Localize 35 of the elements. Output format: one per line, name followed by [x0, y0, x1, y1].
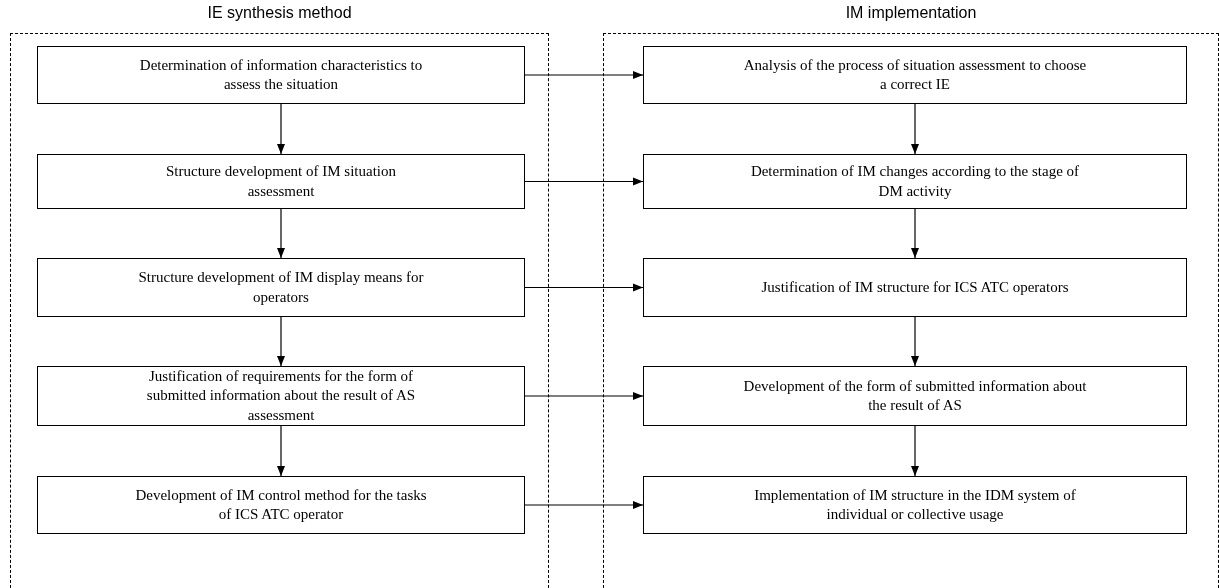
box-text: Development of the form of submitted information about the result of AS: [742, 376, 1088, 415]
arrow: [911, 316, 919, 367]
arrow: [911, 208, 919, 259]
arrow: [277, 103, 285, 155]
arrow: [277, 208, 285, 259]
arrow: [911, 103, 919, 155]
group-title: IE synthesis method: [207, 4, 352, 22]
box-text: Determination of IM changes according to the stage of DM activity: [749, 162, 1081, 201]
process-box: [37, 476, 525, 534]
process-box: [37, 154, 525, 209]
arrow: [524, 501, 644, 509]
process-box: [37, 366, 525, 426]
box-text: Structure development of IM situation assessment: [165, 162, 397, 201]
process-box: [643, 366, 1187, 426]
process-box: [643, 46, 1187, 104]
box-text: Analysis of the process of situation assessment to choose a correct IE: [742, 55, 1088, 94]
box-text: Structure development of IM display means for operators: [137, 268, 425, 307]
box-text: Determination of information characteristics to assess the situation: [138, 55, 424, 94]
arrow: [524, 177, 644, 186]
process-box: [643, 476, 1187, 534]
arrow: [277, 425, 285, 477]
arrow: [277, 316, 285, 367]
process-box: [37, 46, 525, 104]
arrow: [524, 283, 644, 292]
box-text: Justification of IM structure for ICS ATC operators: [761, 277, 1069, 297]
arrow: [524, 392, 644, 400]
arrow: [911, 425, 919, 477]
box-text: Development of IM control method for the tasks of ICS ATC operator: [134, 485, 428, 524]
process-box: [643, 154, 1187, 209]
box-text: Implementation of IM structure in the IDM system of individual or collective usage: [753, 485, 1077, 524]
box-text: Justification of requirements for the form of submitted information about the result of AS assessment: [145, 366, 417, 425]
process-box: [37, 258, 525, 317]
arrow: [524, 71, 644, 79]
group-title: IM implementation: [845, 4, 977, 22]
process-box: [643, 258, 1187, 317]
